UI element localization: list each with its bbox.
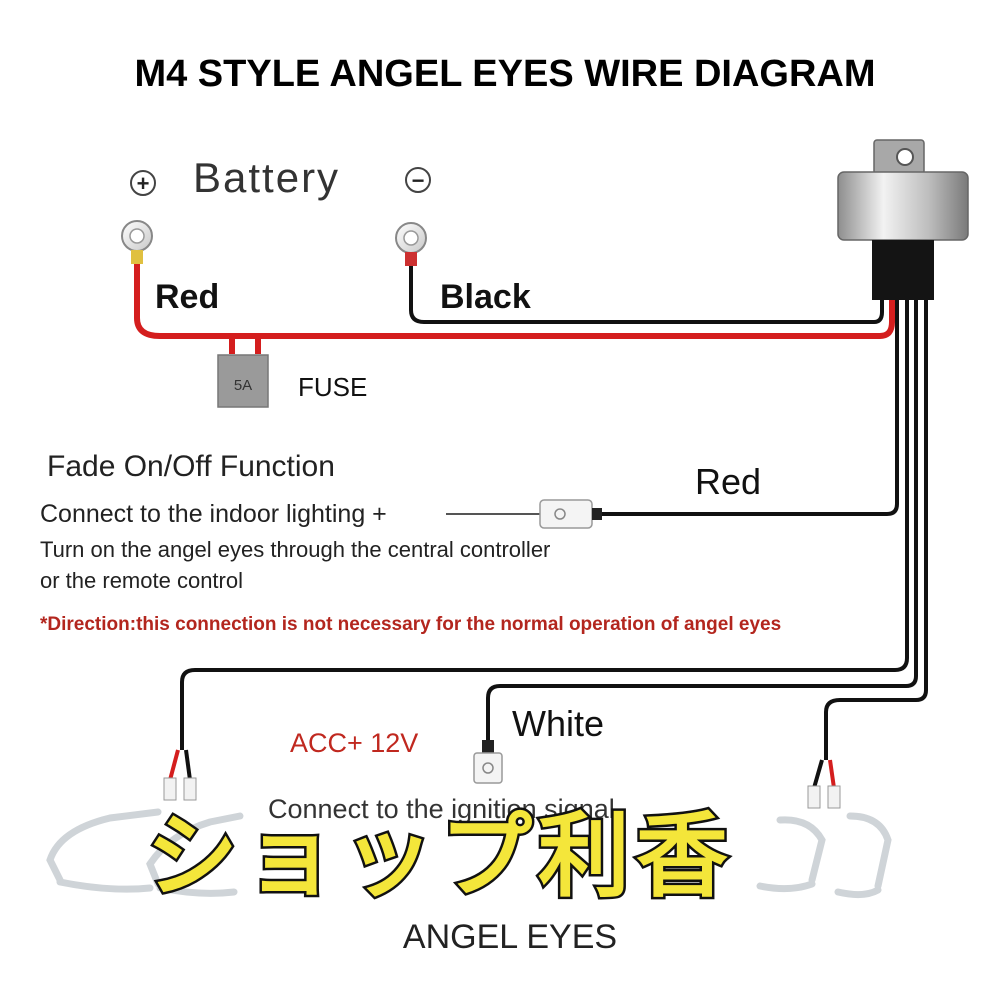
page-title: M4 STYLE ANGEL EYES WIRE DIAGRAM xyxy=(134,53,875,95)
angel-eye-ring-icon xyxy=(46,808,244,897)
red-wire-label: Red xyxy=(155,278,219,316)
white-wire-label: White xyxy=(512,703,604,744)
connector-icon xyxy=(539,499,602,529)
acc-connect-text: Connect to the ignition signal xyxy=(268,794,615,824)
fuse-label: FUSE xyxy=(298,372,367,402)
angel-eyes-label: ANGEL EYES xyxy=(403,918,617,956)
fade-line-1: Connect to the indoor lighting + xyxy=(40,500,387,528)
left-angel-eye-wire xyxy=(180,300,909,750)
relay-icon xyxy=(837,139,969,300)
red-fade-wire-label: Red xyxy=(695,461,761,502)
shop-watermark: ショップ利香 xyxy=(146,806,734,908)
fade-heading: Fade On/Off Function xyxy=(47,450,335,483)
left-angel-eye-connector xyxy=(163,749,197,801)
fuse-icon: 5A xyxy=(217,354,269,408)
svg-text:5A: 5A xyxy=(234,377,252,394)
red-fade-wire xyxy=(600,300,899,516)
angel-eye-ring-icon xyxy=(756,812,892,899)
red-battery-wire xyxy=(134,264,895,354)
fade-line-2: Turn on the angel eyes through the centr… xyxy=(40,537,550,562)
battery-negative-icon: − xyxy=(405,167,431,193)
battery-positive-icon: + xyxy=(130,170,156,196)
right-angel-eye-connector xyxy=(807,759,841,809)
right-angel-eye-wire xyxy=(824,300,928,760)
battery-label: Battery xyxy=(193,154,340,201)
black-wire-label: Black xyxy=(440,278,531,316)
acc-label: ACC+ 12V xyxy=(290,728,418,758)
svg-text:+: + xyxy=(137,171,150,196)
ring-terminal-icon xyxy=(121,220,153,264)
fade-line-3: or the remote control xyxy=(40,568,243,593)
white-acc-wire xyxy=(486,300,918,740)
svg-text:−: − xyxy=(412,168,425,193)
ring-terminal-icon xyxy=(395,222,427,266)
black-battery-wire xyxy=(409,266,884,324)
fade-note: *Direction:this connection is not necess… xyxy=(40,614,781,635)
connector-icon xyxy=(473,740,503,784)
